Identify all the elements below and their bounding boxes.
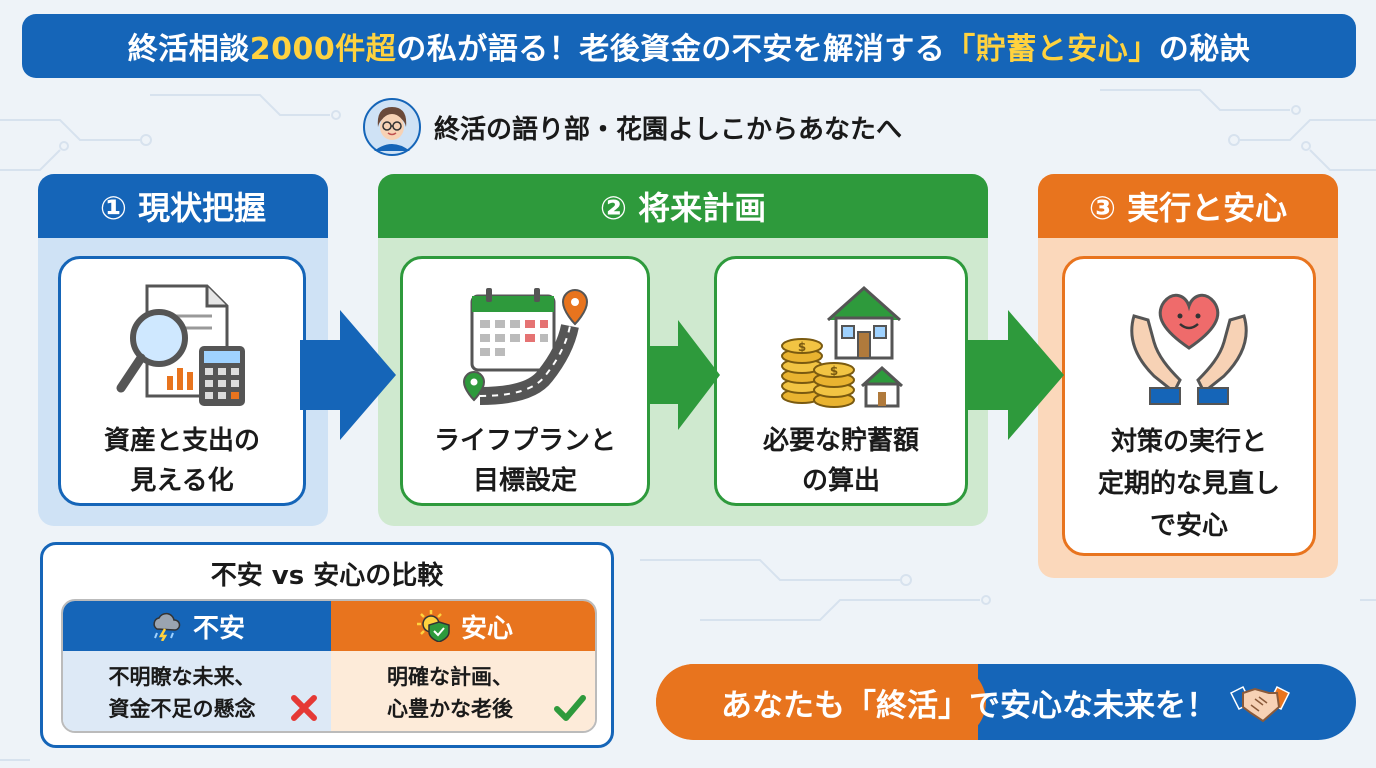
svg-text:$: $ bbox=[830, 364, 838, 378]
arrow-right-icon bbox=[300, 310, 396, 440]
title-text-1: 終活相談 bbox=[127, 32, 250, 67]
step-3-header: ③ 実行と安心 bbox=[1038, 174, 1338, 238]
check-mark-icon bbox=[554, 695, 586, 721]
step-3-card-line-2: 定期的な見直し bbox=[1097, 469, 1280, 499]
arrow-right-icon bbox=[968, 310, 1064, 440]
cta-text: あなたも「終活」で安心な未来を！ bbox=[721, 687, 1217, 724]
step-2-card-a-line-1: ライフプランと bbox=[433, 426, 616, 456]
comparison-anxiety-line-2: 資金不足の懸念 bbox=[108, 697, 256, 721]
step-2-card-b: $ $ 必要な貯蓄額 の算出 bbox=[714, 256, 968, 506]
step-2-header: ② 将来計画 bbox=[378, 174, 988, 238]
cross-mark-icon bbox=[291, 695, 317, 721]
step-1-card: 資産と支出の 見える化 bbox=[58, 256, 306, 506]
comparison-header-relief: 安心 bbox=[331, 601, 595, 651]
comparison-cell-anxiety: 不明瞭な未来、 資金不足の懸念 bbox=[63, 651, 331, 731]
author-text: 終活の語り部・花園よしこからあなたへ bbox=[434, 114, 903, 145]
cta-banner: あなたも「終活」で安心な未来を！ bbox=[656, 664, 1356, 740]
handshake-icon bbox=[1229, 685, 1291, 723]
step-2-card-a: ライフプランと 目標設定 bbox=[400, 256, 650, 506]
comparison-anxiety-line-1: 不明瞭な未来、 bbox=[108, 665, 256, 689]
step-1-card-line-1: 資産と支出の bbox=[103, 426, 260, 456]
step-2-card-b-line-1: 必要な貯蓄額 bbox=[762, 426, 919, 456]
step-3-card-line-3: で安心 bbox=[1149, 511, 1228, 541]
author-row: 終活の語り部・花園よしこからあなたへ bbox=[362, 96, 902, 158]
arrow-right-icon bbox=[648, 320, 720, 430]
coins-house-icon: $ $ bbox=[781, 285, 904, 408]
sun-shield-icon bbox=[416, 610, 450, 642]
title-highlight-2: 「貯蓄と安心」 bbox=[945, 32, 1159, 67]
title-text-3: の秘訣 bbox=[1158, 32, 1251, 67]
magnifier-calculator-document-icon bbox=[116, 284, 245, 406]
step-2-card-b-line-2: の算出 bbox=[801, 466, 880, 496]
step-3-card: 対策の実行と 定期的な見直し で安心 bbox=[1062, 256, 1316, 556]
comparison-header-anxiety-label: 不安 bbox=[192, 613, 245, 644]
comparison-header-relief-label: 安心 bbox=[460, 613, 513, 644]
svg-text:$: $ bbox=[798, 340, 806, 354]
comparison-table: 不安 安心 不明瞭な未来、 資金不足の懸念 明確な計画、 心豊かな老後 bbox=[61, 599, 597, 733]
woman-avatar-icon bbox=[363, 98, 421, 156]
step-1-header: ① 現状把握 bbox=[38, 174, 328, 238]
comparison-cell-relief: 明確な計画、 心豊かな老後 bbox=[331, 651, 595, 731]
step-3-card-line-1: 対策の実行と bbox=[1110, 427, 1267, 457]
storm-cloud-icon bbox=[153, 612, 181, 641]
heart-in-hands-icon bbox=[1130, 293, 1248, 405]
comparison-title: 不安 vs 安心の比較 bbox=[210, 561, 444, 591]
comparison-header-anxiety: 不安 bbox=[63, 601, 331, 651]
step-1-card-line-2: 見える化 bbox=[130, 466, 234, 496]
comparison-relief-line-2: 心豊かな老後 bbox=[387, 697, 513, 721]
calendar-road-map-pin-icon bbox=[462, 288, 589, 405]
title-highlight-1: 2000件超 bbox=[249, 32, 397, 67]
step-2-card-a-line-2: 目標設定 bbox=[472, 466, 577, 496]
comparison-relief-line-1: 明確な計画、 bbox=[387, 665, 513, 689]
comparison-box: 不安 vs 安心の比較 不安 安心 不明瞭な未来、 資金不足の懸念 bbox=[40, 542, 614, 748]
title-text-2: の私が語る！老後資金の不安を解消する bbox=[396, 32, 946, 67]
